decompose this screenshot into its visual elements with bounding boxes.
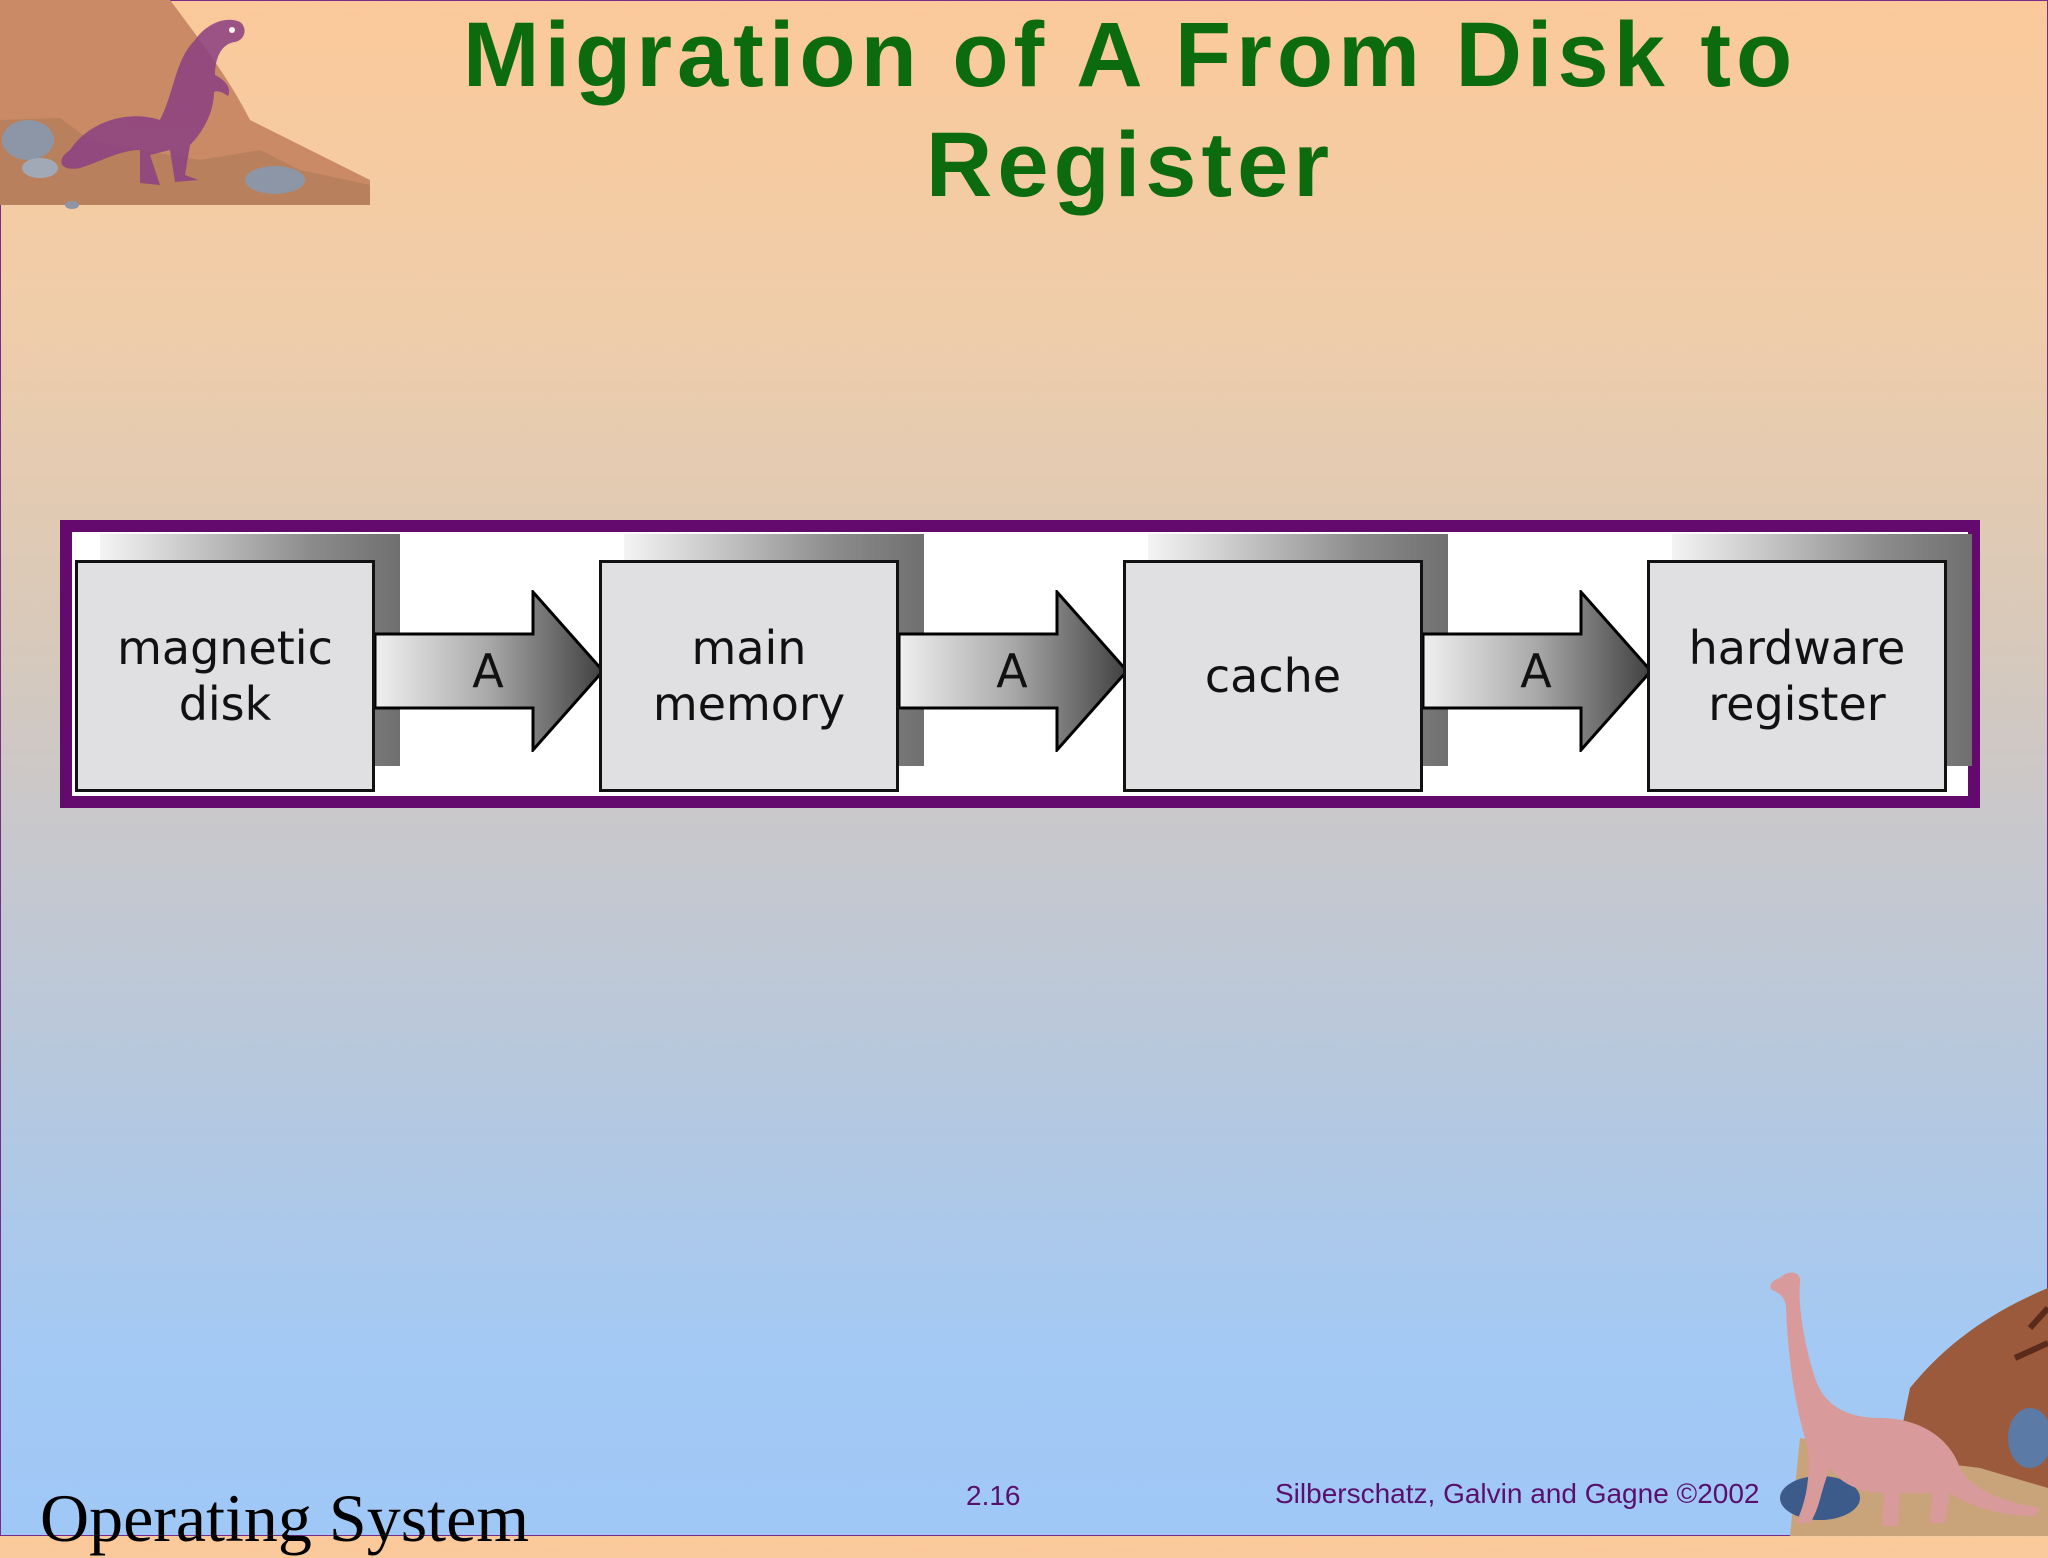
footer-course-title: Operating System (40, 1480, 530, 1556)
box-label: cache (1204, 649, 1342, 703)
storage-hierarchy-diagram: A A A magnetic disk main memory cache ha… (60, 520, 1980, 808)
arrow-label: A (1520, 644, 1552, 698)
right-arrow-icon (899, 590, 1130, 752)
main-memory-box: main memory (599, 560, 899, 792)
right-arrow-icon (1423, 590, 1654, 752)
magnetic-disk-box: magnetic disk (75, 560, 375, 792)
hardware-register-box: hardware register (1647, 560, 1947, 792)
footer-credit: Silberschatz, Galvin and Gagne ©2002 (1275, 1478, 1760, 1509)
page-number: 2.16 (966, 1480, 1021, 1511)
box-label: magnetic disk (117, 621, 333, 731)
slide-title: Migration of A From Disk to Register (462, 4, 1798, 216)
arrow-label: A (996, 644, 1028, 698)
cache-box: cache (1123, 560, 1423, 792)
brontosaurus-icon (1770, 1272, 2048, 1536)
arrow-label: A (472, 644, 504, 698)
box-label: hardware register (1688, 621, 1906, 731)
right-arrow-icon (375, 590, 606, 752)
trex-icon (0, 0, 370, 209)
box-label: main memory (652, 621, 846, 731)
